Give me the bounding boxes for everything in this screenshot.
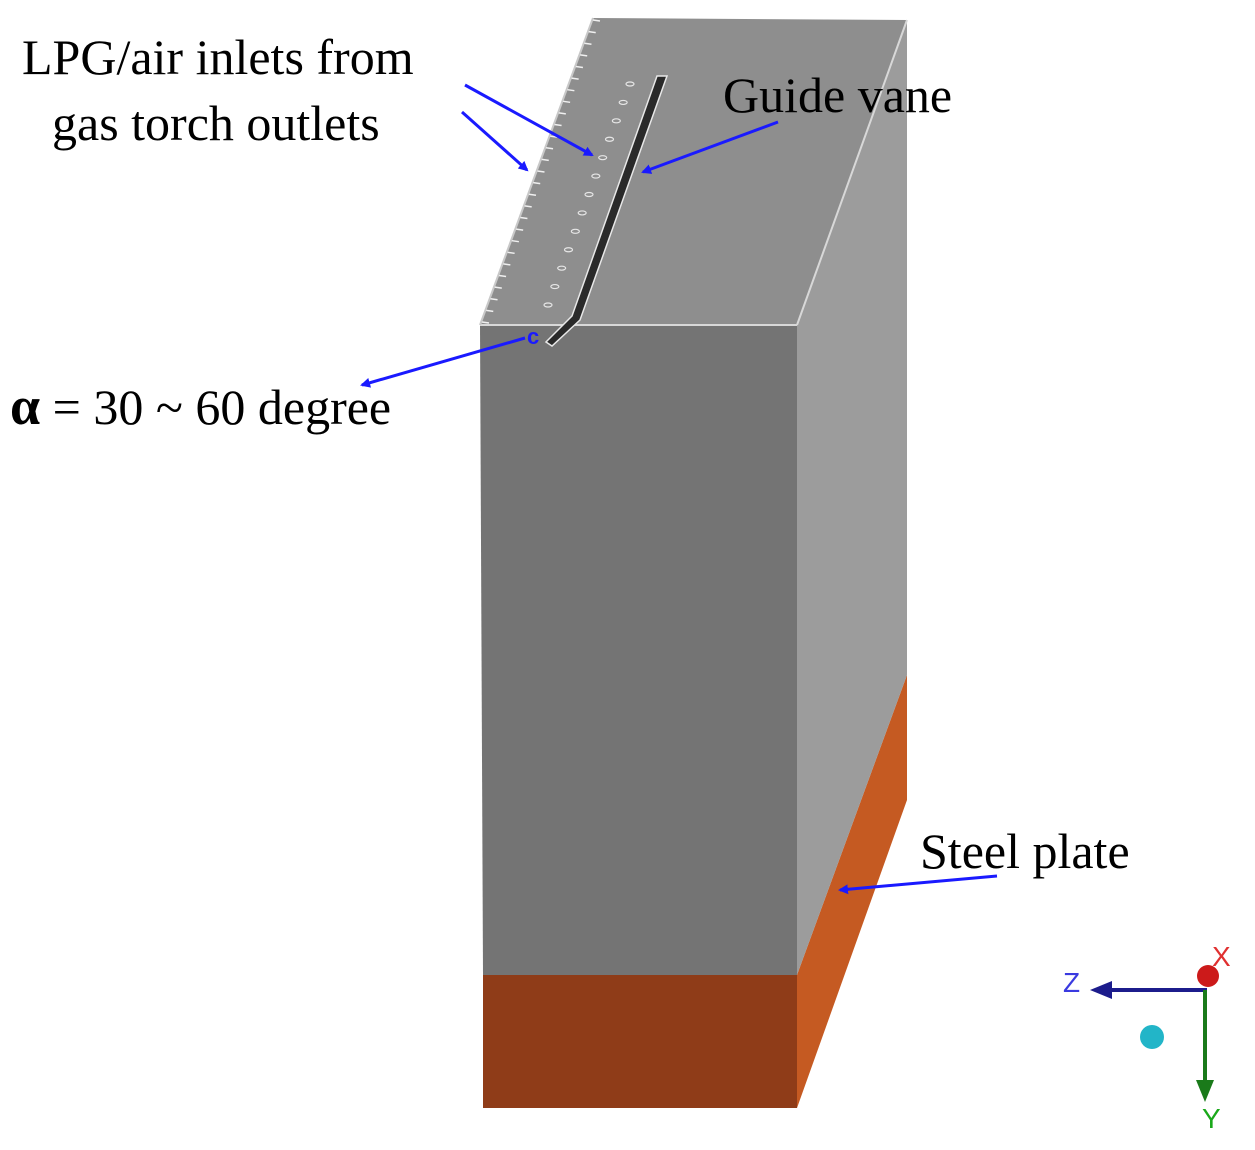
axis-z-arrow-icon [1090,981,1112,999]
block-side-face [797,20,907,975]
inlet-hole [584,191,594,198]
block-edge-top-side [796,19,908,326]
block-top-face [480,18,907,325]
label-inlets-line2: gas torch outlets [52,95,380,151]
inlet-ticks [481,19,601,324]
label-inlets-line1: LPG/air inlets from [22,29,414,85]
inlet-tick [575,65,584,69]
axis-triad: Z Y X [1063,941,1231,1134]
origin-dot-icon [1140,1025,1164,1049]
inlet-tick [537,170,545,173]
inlet-tick [481,321,490,324]
block-edge-top-left [479,17,594,326]
inlet-tick [545,147,554,150]
inlet-tick [507,251,515,255]
inlet-hole [557,265,567,271]
inlet-tick [503,263,511,266]
inlet-tick [486,309,494,313]
inlet-hole [577,210,587,216]
inlet-tick [498,274,507,278]
inlet-tick [592,19,601,22]
inlet-tick [558,112,566,115]
angle-mark: c [527,324,539,349]
inlet-hole [563,247,574,253]
inlet-tick [524,205,532,208]
inlet-tick [571,77,579,80]
inlet-tick [533,181,541,185]
arrow-inlets-2 [461,110,529,172]
axis-y-arrow-icon [1196,1080,1214,1102]
alpha-range: = 30 ~ 60 degree [40,379,391,435]
axis-x-dot-icon [1197,965,1219,987]
label-steel-plate: Steel plate [920,823,1130,879]
axis-x-label: X [1212,941,1231,972]
inlet-tick [511,239,519,243]
label-guide-vane: Guide vane [723,67,952,123]
inlet-hole [618,99,628,106]
inlet-holes [543,81,635,308]
inlet-tick [563,100,571,104]
arrow-guide-vane [641,120,779,174]
block-front-face [480,325,797,975]
inlet-hole [570,228,580,234]
guide-vane [544,75,669,347]
inlet-tick [541,158,549,162]
inlet-tick [516,228,524,231]
inlet-tick [528,193,537,196]
inlet-hole [550,283,560,290]
steel-plate-side [797,675,907,1108]
inlet-hole [591,173,601,179]
inlet-tick [554,123,562,127]
inlet-hole [625,81,635,87]
alpha-symbol: α [10,376,40,436]
axis-z-label: Z [1063,967,1080,998]
inlet-tick [520,216,528,220]
inlet-tick [490,298,498,301]
inlet-tick [494,286,502,289]
axis-y-label: Y [1202,1103,1221,1134]
arrow-alpha [360,336,526,388]
arrow-inlets-1 [464,83,594,157]
arrow-steel-plate [838,874,998,895]
inlet-hole [598,155,608,161]
inlet-tick [588,30,596,34]
steel-plate-front [483,975,797,1108]
inlet-tick [550,135,558,138]
inlet-tick [567,88,575,92]
inlet-tick [584,42,592,45]
label-alpha: α = 30 ~ 60 degree [10,376,391,436]
inlet-hole [611,118,621,124]
inlet-hole [604,136,615,142]
inlet-hole [543,302,553,308]
inlet-tick [580,54,588,57]
